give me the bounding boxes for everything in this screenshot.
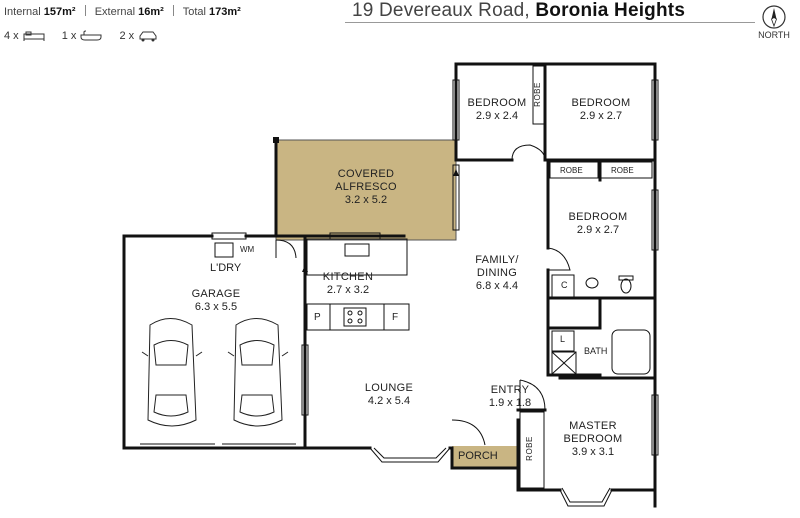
label-robe-mid-left: ROBE xyxy=(560,166,583,175)
bedroom-mid-walls xyxy=(546,158,657,300)
external-value: 16m² xyxy=(138,6,164,18)
bedroom-top-walls xyxy=(454,62,657,508)
label-porch: PORCH xyxy=(458,450,498,462)
car-icon xyxy=(139,31,157,42)
north-indicator: NORTH xyxy=(752,4,796,40)
lounge-walls xyxy=(303,446,520,470)
room-bedroom-mid: BEDROOM 2.9 x 2.7 xyxy=(568,211,628,236)
total-value: 173m² xyxy=(209,6,241,18)
car-outline-right xyxy=(227,318,289,427)
header: Internal 157m² External 16m² Total 173m²… xyxy=(0,0,800,50)
room-kitchen: KITCHEN 2.7 x 3.2 xyxy=(322,271,374,296)
internal-value: 157m² xyxy=(43,6,76,18)
room-bedroom-top-right: BEDROOM 2.9 x 2.7 xyxy=(571,97,631,122)
car-outline-left xyxy=(141,318,203,427)
alfresco-area xyxy=(275,139,457,241)
address-suburb: Boronia Heights xyxy=(535,0,686,21)
area-summary: Internal 157m² External 16m² Total 173m² xyxy=(4,5,241,18)
label-pantry: P xyxy=(314,312,321,323)
room-entry: ENTRY 1.9 x 1.8 xyxy=(488,384,532,409)
master-walls xyxy=(516,376,657,492)
label-washing-machine: WM xyxy=(240,245,255,254)
label-cupboard: C xyxy=(561,280,568,290)
property-address: 19 Devereaux Road, Boronia Heights xyxy=(352,0,757,22)
header-rule xyxy=(345,22,755,23)
address-street: 19 Devereaux Road, xyxy=(352,0,530,21)
label-robe-master: ROBE xyxy=(524,436,534,461)
label-fridge: F xyxy=(392,312,399,323)
label-bath: BATH xyxy=(584,346,608,356)
bed-icon xyxy=(23,31,45,41)
total-label: Total xyxy=(182,6,206,18)
room-master-bedroom: MASTER BEDROOM 3.9 x 3.1 xyxy=(563,420,623,458)
bath-count: 1 x xyxy=(61,30,77,42)
feature-counts: 4 x 1 x 2 x xyxy=(4,30,172,42)
room-lounge: LOUNGE 4.2 x 5.4 xyxy=(364,382,414,407)
car-count: 2 x xyxy=(119,30,135,42)
external-label: External xyxy=(94,6,136,18)
label-laundry: L'DRY xyxy=(210,262,242,274)
room-garage: GARAGE 6.3 x 5.5 xyxy=(191,288,241,313)
bathtub-icon xyxy=(80,30,102,41)
room-family-dining: FAMILY/ DINING 6.8 x 4.4 xyxy=(475,254,519,292)
room-bedroom-top-left: BEDROOM 2.9 x 2.4 xyxy=(467,97,527,122)
compass-icon xyxy=(762,5,786,29)
label-linen: L xyxy=(560,334,566,344)
label-robe-mid-right: ROBE xyxy=(611,166,634,175)
internal-label: Internal xyxy=(4,6,41,18)
bath-walls xyxy=(546,296,602,377)
label-robe-top: ROBE xyxy=(532,82,542,107)
porch-area xyxy=(452,446,518,468)
north-label: NORTH xyxy=(758,30,790,40)
bed-count: 4 x xyxy=(4,30,19,42)
room-covered-alfresco: COVERED ALFRESCO 3.2 x 5.2 xyxy=(335,168,397,206)
